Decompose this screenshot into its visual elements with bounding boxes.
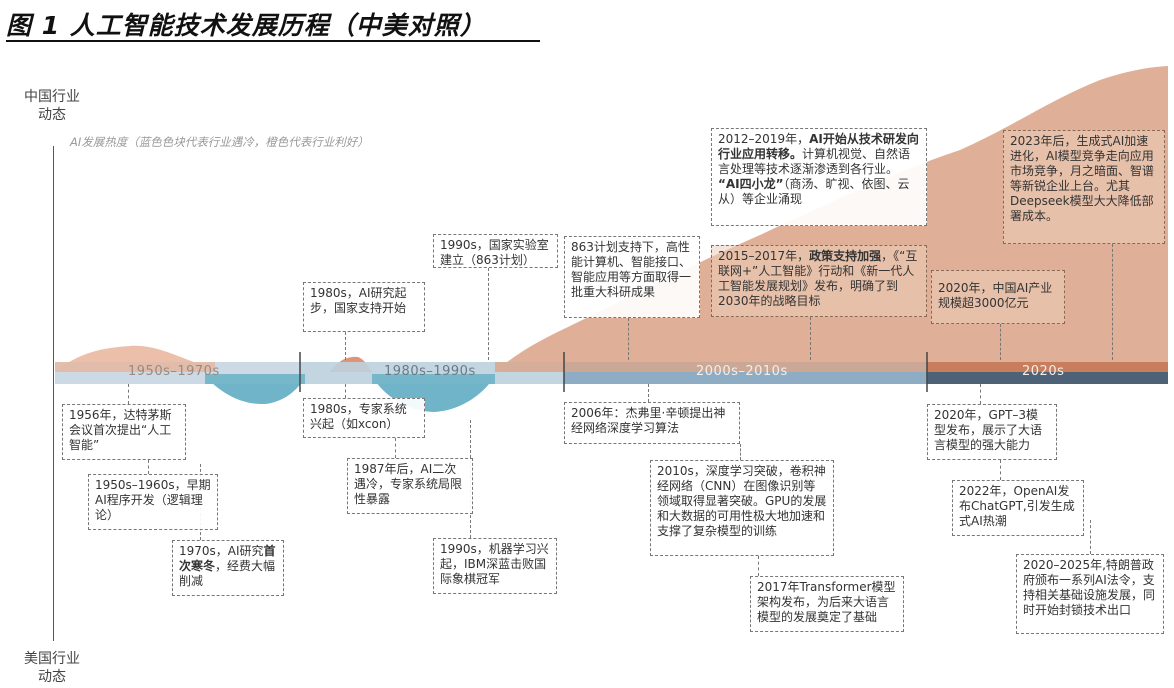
heat-legend-note: AI发展热度（蓝色色块代表行业遇冷，橙色代表行业利好）	[70, 135, 369, 149]
timeline-strip-orange-3	[927, 362, 1168, 372]
usa-event-2020-2025: 2020–2025年,特朗普政府颁布一系列AI法令，支持相关基础设施发展，同时开…	[1016, 554, 1164, 634]
timeline-strip-orange-1	[55, 362, 215, 372]
china-axis-label: 中国行业 动态	[16, 88, 88, 124]
connector-u2017	[758, 556, 760, 576]
usa-event-1956: 1956年，达特茅斯会议首次提出“人工智能”	[62, 404, 186, 460]
usa-event-2006: 2006年：杰弗里·辛顿提出神经网络深度学习算法	[564, 402, 740, 444]
usa-axis-label-line1: 美国行业	[24, 651, 80, 667]
usa-axis-label-line2: 动态	[38, 669, 66, 685]
usa-event-2022: 2022年，OpenAI发布ChatGPT,引发生成式AI热潮	[952, 480, 1084, 536]
timeline-strip-blue-2	[372, 374, 495, 384]
china-2012-rest2: （商汤、旷视、依图、云从）等企业涌现	[718, 177, 910, 206]
usa-event-1950s-1960s: 1950s–1960s，早期AI程序开发（逻辑理论）	[88, 474, 218, 530]
connector-c2020	[1000, 324, 1002, 360]
connector-c1980s	[345, 332, 347, 360]
usa-axis-label: 美国行业 动态	[16, 650, 88, 686]
china-2012-rest: 计算机视觉、自然语言处理等技术逐渐渗透到各行业。	[718, 147, 911, 176]
connector-c863	[628, 318, 630, 360]
connector-u2020	[980, 384, 982, 404]
china-event-2023: 2023年后，生成式AI加速进化，AI模型竞争走向应用市场竞争，月之暗面、智谱等…	[1003, 130, 1165, 244]
china-event-863: 863计划支持下，高性能计算机、智能接口、智能应用等方面取得一批重大科研成果	[564, 236, 700, 318]
connector-u2010s	[740, 444, 742, 460]
usa-1970s-bold: 首次寒冬	[179, 544, 276, 573]
connector-u1980s	[345, 384, 347, 398]
china-2012-bold: AI开始从技术研发向行业应用转移。	[718, 132, 919, 161]
china-2015-rest: ，《“互联网+”人工智能》行动和《新一代人工智能发展规划》发布，明确了到2030…	[718, 249, 918, 308]
usa-event-1987: 1987年后，AI二次遇冷，专家系统局限性暴露	[347, 458, 473, 514]
usa-event-2010s: 2010s，深度学习突破，卷积神经网络（CNN）在图像识别等领域取得显著突破。G…	[650, 460, 834, 556]
connector-u2006	[648, 384, 650, 402]
title-underline	[6, 40, 540, 42]
usa-1970s-prefix: 1970s，AI研究	[179, 544, 264, 558]
connector-c2015	[810, 317, 812, 360]
china-2012-prefix: 2012–2019年，	[718, 132, 810, 146]
era-label-1950s: 1950s–1970s	[128, 364, 220, 379]
china-2015-bold: 政策支持加强	[809, 249, 882, 263]
connector-u1956	[128, 384, 130, 404]
china-axis-label-line2: 动态	[38, 107, 66, 123]
timeline-strip-orange-2	[495, 362, 1168, 372]
vertical-axis	[53, 146, 54, 641]
china-event-1990s: 1990s，国家实验室建立（863计划）	[433, 234, 558, 268]
era-label-2000s: 2000s–2010s	[696, 364, 788, 379]
connector-u2022	[1000, 460, 1002, 480]
connector-u1950s	[148, 460, 150, 474]
connector-u1987	[395, 438, 397, 458]
china-event-2015-2017: 2015–2017年，政策支持加强，《“互联网+”人工智能》行动和《新一代人工智…	[711, 245, 927, 317]
connector-c2023	[1112, 244, 1114, 360]
china-event-2020: 2020年，中国AI产业规模超3000亿元	[931, 270, 1065, 324]
figure-title: 图 1 人工智能技术发展历程（中美对照）	[6, 11, 486, 40]
usa-event-2017: 2017年Transformer模型架构发布，为后来大语言模型的发展奠定了基础	[750, 576, 904, 632]
china-2015-prefix: 2015–2017年，	[718, 249, 810, 263]
china-axis-label-line1: 中国行业	[24, 89, 80, 105]
usa-1970s-rest: ，经费大幅削减	[179, 559, 276, 588]
china-2012-bold2: “AI四小龙”	[718, 177, 784, 191]
timeline-strip-blue-1	[205, 374, 305, 384]
usa-event-1970s: 1970s，AI研究首次寒冬，经费大幅削减	[172, 540, 284, 596]
usa-event-1990s: 1990s，机器学习兴起，IBM深蓝击败国际象棋冠军	[433, 538, 557, 594]
china-event-2012-2019: 2012–2019年，AI开始从技术研发向行业应用转移。计算机视觉、自然语言处理…	[711, 128, 927, 226]
era-label-2020s: 2020s	[1022, 364, 1065, 379]
connector-c1990s	[488, 268, 490, 360]
era-label-1980s: 1980s–1990s	[384, 364, 476, 379]
connector-u2025	[1090, 520, 1092, 554]
china-event-1980s: 1980s，AI研究起步，国家支持开始	[303, 282, 425, 332]
usa-event-1980s: 1980s，专家系统兴起（如xcon）	[303, 398, 425, 438]
usa-event-2020: 2020年，GPT–3模型发布，展示了大语言模型的强大能力	[927, 404, 1057, 460]
